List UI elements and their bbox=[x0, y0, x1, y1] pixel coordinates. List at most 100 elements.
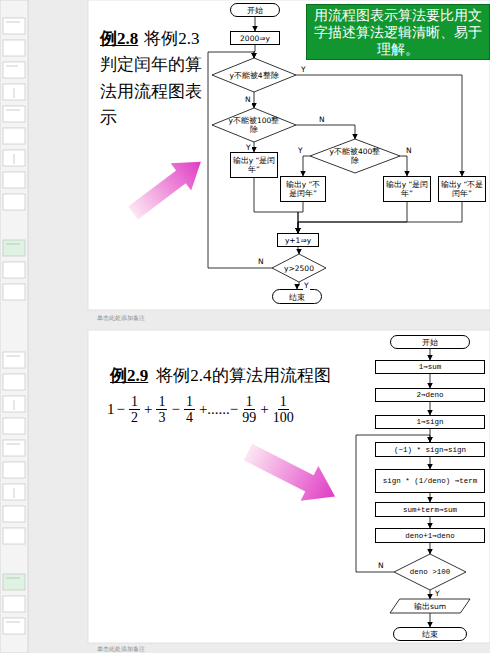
fraction: 13 bbox=[156, 394, 167, 426]
node-text: 输出sum bbox=[400, 602, 460, 611]
numerator: 1 bbox=[156, 394, 167, 410]
process-box: 2000⇒y bbox=[230, 31, 280, 45]
terminal-box: 结束 bbox=[272, 289, 322, 304]
node-text: 输出y “不是闰年” bbox=[283, 180, 324, 198]
thumbnail-marks bbox=[6, 22, 20, 622]
numerator: 1 bbox=[278, 394, 289, 410]
decision-diamond: deno >100 bbox=[394, 554, 466, 590]
process-box: sign * (1/deno) ⇒term bbox=[375, 469, 485, 493]
process-box: deno+1⇒deno bbox=[375, 528, 485, 543]
numerator: 1 bbox=[244, 394, 255, 410]
node-text: deno >100 bbox=[408, 568, 453, 577]
node-text: (−1) * sign⇒sign bbox=[378, 445, 483, 454]
node-text: 1⇒sign bbox=[378, 418, 483, 427]
flow-arrow bbox=[430, 613, 431, 627]
flow-arrow bbox=[296, 125, 355, 139]
flow-arrow bbox=[296, 75, 462, 176]
denominator: 2 bbox=[131, 410, 138, 425]
flow-arrow bbox=[430, 457, 431, 469]
numerator: 1 bbox=[129, 394, 140, 410]
slide-heading: 例2.8将例2.3判定闰年的算法用流程图表示 bbox=[100, 26, 204, 131]
io-box: 输出sum bbox=[390, 599, 470, 613]
flow-arrow bbox=[298, 202, 407, 233]
node-text: 开始 bbox=[233, 6, 278, 15]
node-text: y不能被400整除 bbox=[327, 147, 383, 165]
node-text: sign * (1/deno) ⇒term bbox=[378, 477, 483, 486]
formula-term: + bbox=[260, 401, 268, 418]
terminal-box: 结束 bbox=[393, 627, 467, 641]
pink-arrow bbox=[239, 435, 344, 514]
decision-diamond: y>2500 bbox=[272, 254, 326, 282]
flow-arrow bbox=[254, 142, 255, 152]
slide-heading: 例2.9 将例2.4的算法用流程图 bbox=[110, 364, 331, 387]
slide-panel bbox=[88, 330, 490, 643]
branch-label: N bbox=[405, 147, 413, 155]
process-box: 输出y “是闰年” bbox=[230, 152, 278, 178]
branch-label: Y bbox=[245, 144, 252, 152]
node-text: 开始 bbox=[393, 338, 468, 347]
node-text: y不能被4整除 bbox=[228, 71, 280, 80]
process-box: y+1⇒y bbox=[277, 233, 319, 247]
example-number: 例2.9 bbox=[110, 366, 148, 385]
slide-panel bbox=[88, 0, 490, 310]
process-box: 1⇒sum bbox=[375, 360, 485, 374]
node-text: sum+term⇒sum bbox=[378, 505, 483, 514]
branch-label: N bbox=[377, 562, 385, 570]
process-box: sum+term⇒sum bbox=[375, 502, 485, 517]
flow-arrow bbox=[430, 517, 431, 528]
denominator: 99 bbox=[242, 410, 256, 425]
process-box: 输出y “不是闰年” bbox=[438, 176, 486, 202]
flow-arrow bbox=[400, 156, 407, 176]
slide-thumbnails bbox=[3, 18, 25, 634]
numerator: 1 bbox=[184, 394, 195, 410]
formula-term: +......− bbox=[199, 401, 238, 418]
node-text: deno+1⇒deno bbox=[378, 531, 483, 540]
branch-label: Y bbox=[300, 66, 307, 74]
flow-arrow bbox=[298, 202, 462, 233]
decision-diamond: y不能被100整除 bbox=[212, 108, 296, 142]
notes-hint: 单击此处添加备注 bbox=[97, 645, 145, 653]
fraction: 12 bbox=[129, 394, 140, 426]
flow-arrow bbox=[430, 590, 431, 599]
node-text: 输出y “是闰年” bbox=[233, 156, 276, 174]
pink-arrow bbox=[123, 148, 211, 226]
flow-arrow bbox=[430, 349, 431, 360]
heading-text: 将例2.4的算法用流程图 bbox=[156, 366, 330, 385]
process-box: (−1) * sign⇒sign bbox=[375, 442, 485, 457]
process-box: 2⇒deno bbox=[375, 388, 485, 402]
branch-label: Y bbox=[434, 590, 441, 598]
node-text: y+1⇒y bbox=[280, 236, 317, 245]
series-formula: 1−12+13−14+......−199+1100 bbox=[106, 394, 297, 426]
process-box: 输出y “是闰年” bbox=[383, 176, 431, 202]
node-text: y不能被100整除 bbox=[228, 116, 280, 134]
process-box: 输出y “不是闰年” bbox=[280, 176, 326, 202]
flow-arrow bbox=[430, 374, 431, 388]
node-text: 输出y “是闰年” bbox=[386, 180, 429, 198]
terminal-box: 开始 bbox=[390, 335, 470, 349]
flow-arrow bbox=[255, 17, 256, 31]
thumbnail-sidebar bbox=[0, 0, 28, 653]
node-text: 结束 bbox=[396, 630, 465, 639]
formula-term: 1 bbox=[107, 401, 115, 418]
node-text: 2⇒deno bbox=[378, 391, 483, 400]
node-text: 结束 bbox=[275, 292, 320, 301]
flow-arrow bbox=[430, 543, 431, 554]
fraction: 199 bbox=[242, 394, 256, 426]
decision-diamond: y不能被400整除 bbox=[310, 139, 400, 173]
node-text: 2000⇒y bbox=[233, 34, 278, 43]
branch-label: Y bbox=[303, 282, 310, 290]
node-text: 用流程图表示算法要比用文字描述算法逻辑清晰、易于理解。 bbox=[309, 7, 487, 57]
notes-hint-text: 单击此处添加备注 bbox=[97, 645, 145, 652]
flow-arrow bbox=[298, 247, 299, 254]
notes-hint-text: 单击此处添加备注 bbox=[97, 314, 145, 321]
formula-term: + bbox=[144, 401, 152, 418]
branch-label: Y bbox=[297, 147, 304, 155]
denominator: 100 bbox=[273, 410, 294, 425]
denominator: 4 bbox=[186, 410, 193, 425]
fraction: 14 bbox=[184, 394, 195, 426]
formula-term: − bbox=[117, 401, 125, 418]
formula-term: − bbox=[171, 401, 179, 418]
fraction: 1100 bbox=[273, 394, 294, 426]
denominator: 3 bbox=[158, 410, 165, 425]
flow-arrow bbox=[297, 282, 299, 289]
